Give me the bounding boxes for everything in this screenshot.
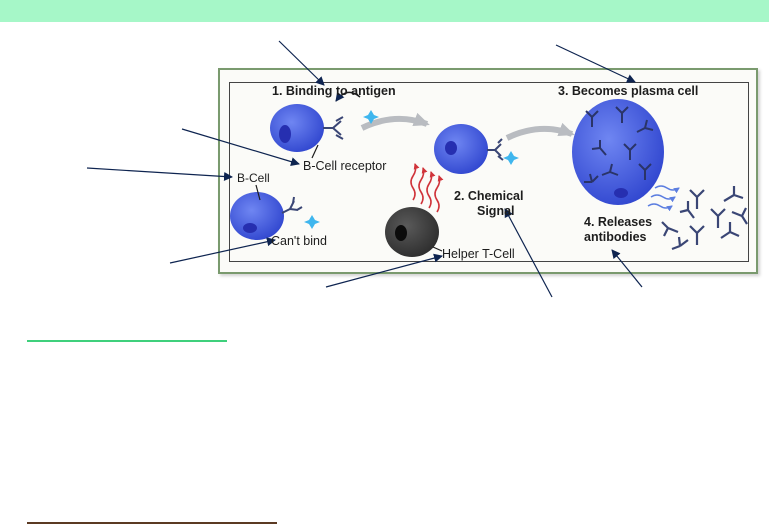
antigen-star-icon: [304, 215, 320, 229]
arrow-to-chemical: [504, 208, 553, 298]
antigen-star-icon: [363, 110, 379, 124]
antibody-y-icon: [661, 186, 748, 251]
label-plasma: 3. Becomes plasma cell: [558, 84, 698, 98]
arrow-to-helper: [325, 253, 443, 288]
bcell-pointer: [255, 184, 261, 201]
antibody-y-icon: [281, 196, 303, 214]
antibody-y-icon: [584, 106, 654, 183]
bcell-cant-bind-nucleus: [243, 223, 257, 233]
release-wave-icon: [647, 185, 680, 212]
plasma-cell-nucleus: [614, 188, 628, 198]
antigen-star-icon: [503, 151, 519, 165]
bcell-activated: [434, 124, 488, 174]
label-chemical-line1: 2. Chemical: [454, 189, 523, 203]
annotation-arrows: [86, 40, 643, 298]
helper-t-cell-nucleus: [395, 225, 407, 241]
bcell-cant-bind: [230, 192, 284, 240]
label-bcell: B-Cell: [237, 171, 270, 185]
bcell-activated-nucleus: [445, 141, 457, 155]
antibody-y-icon: [323, 116, 344, 140]
answer-line-brown: [27, 522, 277, 524]
label-binding: 1. Binding to antigen: [272, 84, 396, 98]
label-receptor: B-Cell receptor: [303, 159, 386, 173]
label-helper: Helper T-Cell: [442, 247, 515, 261]
arrow-to-plasma: [555, 44, 636, 83]
arrow-to-receptor: [181, 128, 300, 167]
flow-arrow-2: [505, 122, 575, 141]
curved-arrow-icon: [335, 91, 361, 102]
bcell-binding-nucleus: [279, 125, 291, 143]
helper-t-cell: [385, 207, 439, 257]
signal-wave-icon: [410, 163, 444, 213]
helper-pointer: [432, 246, 443, 252]
receptor-pointer: [311, 144, 319, 159]
diagram-frame: [218, 68, 758, 274]
label-releases-line1: 4. Releases: [584, 215, 652, 229]
arrow-to-releases: [611, 249, 643, 288]
flow-arrow-1: [360, 112, 430, 131]
arrow-to-binding: [278, 40, 325, 86]
antibody-y-icon: [487, 138, 504, 161]
diagram-inner-border: [229, 82, 749, 262]
label-cant-bind: Can't bind: [271, 234, 327, 248]
answer-line-green: [27, 340, 227, 342]
label-chemical-line2: Signal: [477, 204, 515, 218]
arrow-to-cant-bind: [169, 237, 276, 264]
arrow-to-bcell: [86, 167, 233, 181]
label-releases-line2: antibodies: [584, 230, 647, 244]
bcell-binding: [270, 104, 324, 152]
top-banner: [0, 0, 769, 22]
